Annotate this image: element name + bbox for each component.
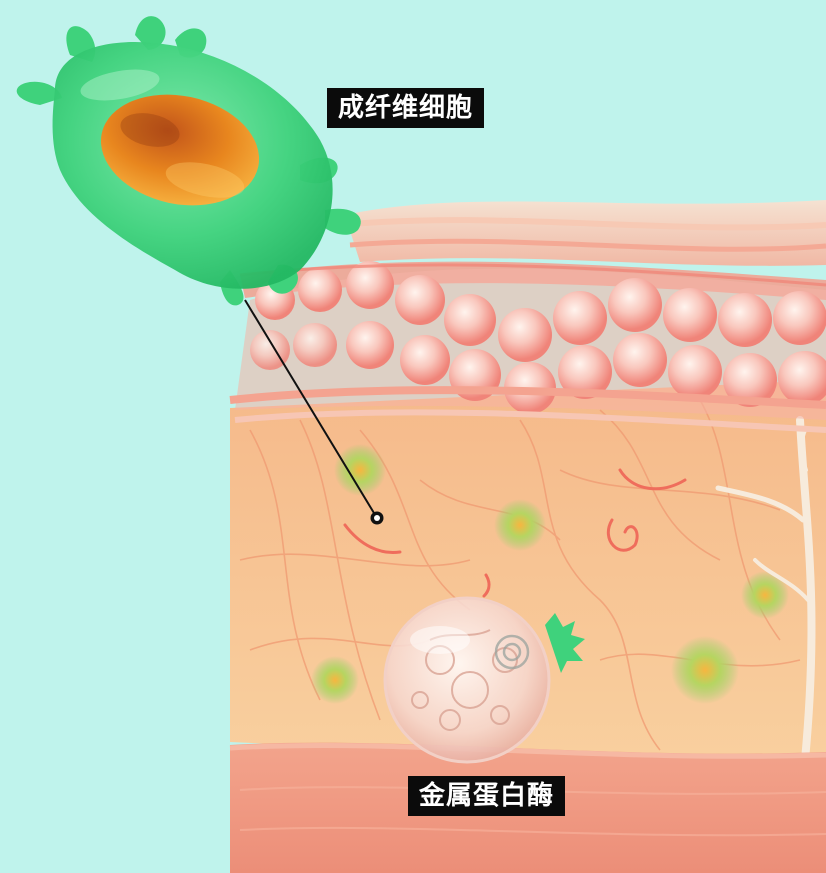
collagen-bundle <box>230 261 826 430</box>
metalloproteinase-label: 金属蛋白酶 <box>408 776 565 816</box>
fibroblast-label: 成纤维细胞 <box>327 88 484 128</box>
fibroblast-cell <box>17 16 361 305</box>
